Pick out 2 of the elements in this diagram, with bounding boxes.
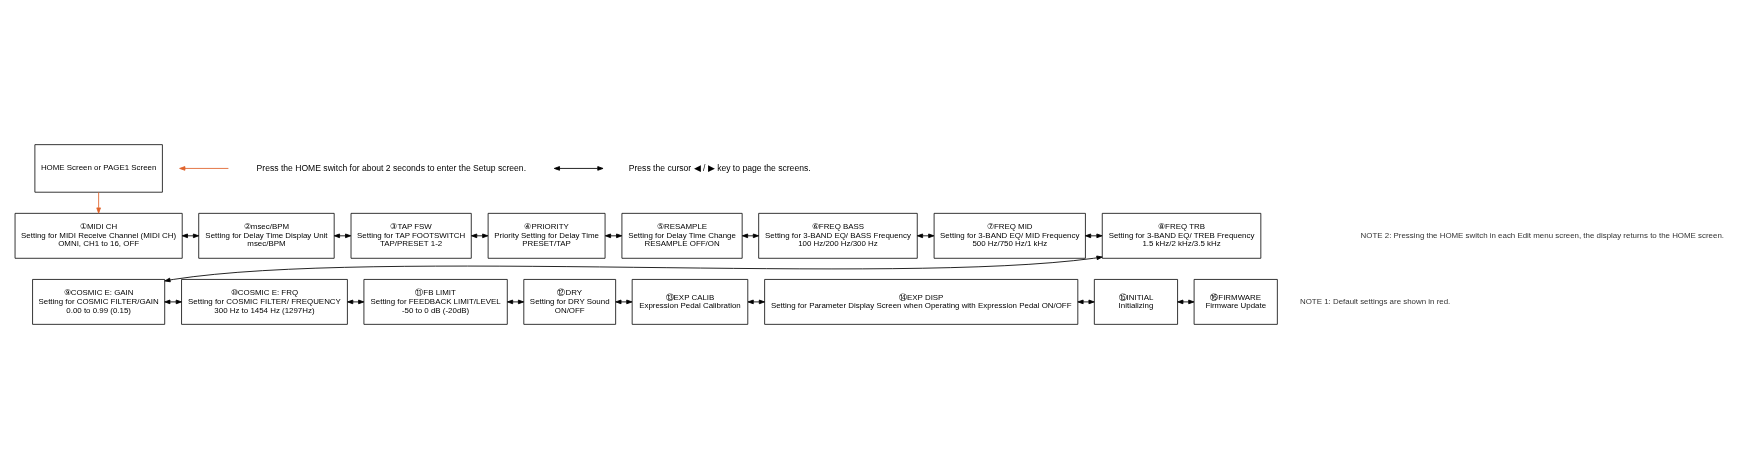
legend-label: Press the cursor ◀ / ▶ key to page the screens. bbox=[628, 162, 811, 173]
legend-label: Press the HOME switch for about 2 seconds to enter the Setup screen. bbox=[256, 162, 527, 173]
